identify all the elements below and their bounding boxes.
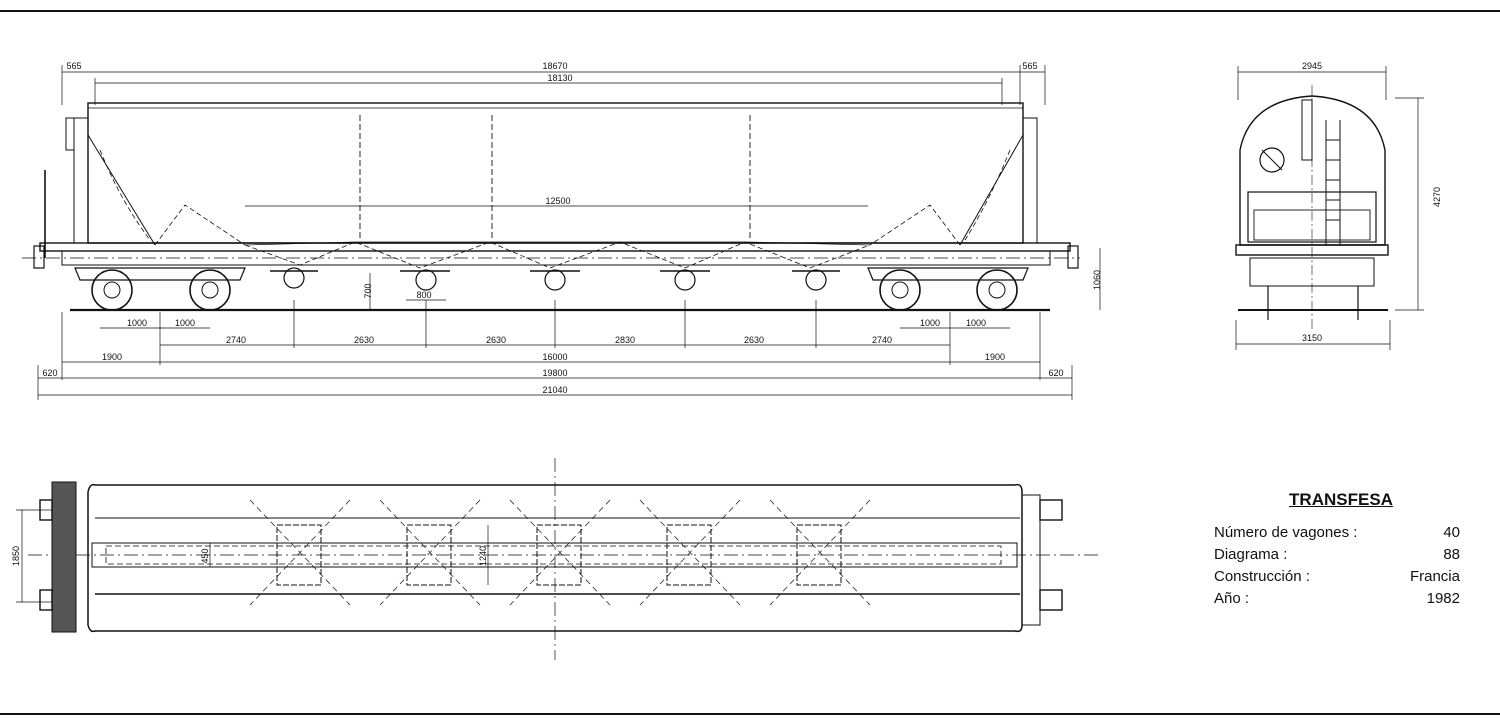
dim-2630-c: 2630 xyxy=(744,335,764,345)
dim-18130: 18130 xyxy=(547,73,572,83)
dim-1900-right: 1900 xyxy=(985,352,1005,362)
bogie-left xyxy=(74,267,246,311)
dim-800: 800 xyxy=(416,290,431,300)
dim-2630-a: 2630 xyxy=(354,335,374,345)
dim-19800: 19800 xyxy=(542,368,567,378)
company-title: TRANSFESA xyxy=(1289,490,1393,509)
underframe xyxy=(39,242,1071,252)
walkway xyxy=(91,542,1018,568)
info-label: Diagrama : xyxy=(1214,546,1288,563)
dim-620-right: 620 xyxy=(1048,368,1063,378)
dim-1000-b: 1000 xyxy=(175,318,195,328)
dim-2740-left: 2740 xyxy=(226,335,246,345)
info-value: 40 xyxy=(1443,524,1460,541)
info-value: 88 xyxy=(1443,546,1460,563)
dim-1000-d: 1000 xyxy=(966,318,986,328)
dim-565-left: 565 xyxy=(66,61,81,71)
info-label: Número de vagones : xyxy=(1214,524,1358,541)
dim-450: 450 xyxy=(200,548,210,563)
end-view xyxy=(1235,66,1424,350)
info-row: Construcción : Francia xyxy=(1214,566,1460,588)
bogie-right xyxy=(867,267,1029,311)
dim-1060: 1060 xyxy=(1092,270,1102,290)
info-value: Francia xyxy=(1409,568,1460,585)
dim-1240: 1240 xyxy=(478,546,488,566)
side-view xyxy=(22,65,1101,400)
hopper-body xyxy=(87,102,1024,244)
info-row: Número de vagones : 40 xyxy=(1214,522,1460,544)
dim-18670: 18670 xyxy=(542,61,567,71)
dim-4270: 4270 xyxy=(1432,187,1442,207)
dim-2945: 2945 xyxy=(1302,61,1322,71)
info-block: TRANSFESA Número de vagones : 40 Diagram… xyxy=(1214,490,1460,610)
dim-1000-a: 1000 xyxy=(127,318,147,328)
dim-1850: 1850 xyxy=(11,546,21,566)
dim-12500: 12500 xyxy=(545,196,570,206)
dim-620-left: 620 xyxy=(42,368,57,378)
plan-view xyxy=(16,458,1100,660)
plan-outline xyxy=(87,483,1023,633)
dim-700: 700 xyxy=(363,283,373,298)
dim-1000-c: 1000 xyxy=(920,318,940,328)
dim-1900-left: 1900 xyxy=(102,352,122,362)
end-profile xyxy=(1239,95,1386,246)
dim-16000: 16000 xyxy=(542,352,567,362)
dim-21040: 21040 xyxy=(542,385,567,395)
info-row: Diagrama : 88 xyxy=(1214,544,1460,566)
info-label: Año : xyxy=(1214,590,1250,607)
dim-2830: 2830 xyxy=(615,335,635,345)
info-label: Construcción : xyxy=(1214,568,1310,585)
dim-565-right: 565 xyxy=(1022,61,1037,71)
info-row: Año : 1982 xyxy=(1214,588,1460,610)
dim-3150: 3150 xyxy=(1302,333,1322,343)
dim-2630-b: 2630 xyxy=(486,335,506,345)
dim-2740-right: 2740 xyxy=(872,335,892,345)
info-value: 1982 xyxy=(1426,590,1460,607)
